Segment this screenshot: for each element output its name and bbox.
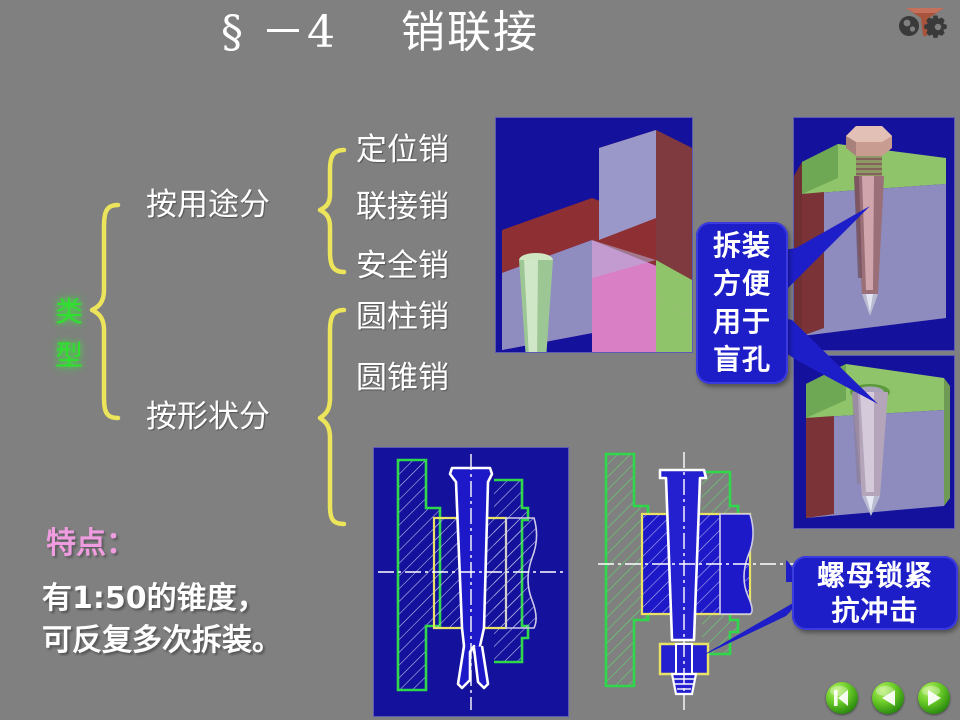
figure-nutted-taper-pin-3d (794, 118, 954, 350)
tree-branch-label-usage: 按用途分 (146, 187, 270, 223)
feature-heading: 特点： (46, 526, 136, 561)
mechanical-parts-logo-icon (896, 2, 954, 42)
callout-nut-locking: 螺母锁紧 抗冲击 (792, 556, 958, 630)
figure-taper-pin-in-stepped-blocks-3d (496, 118, 692, 352)
tree-leaf-cylindrical-pin: 圆柱销 (356, 299, 449, 335)
feature-body-text: 有1:50的锥度， 可反复多次拆装。 (42, 581, 282, 658)
tree-leaf-safety-pin: 安全销 (356, 248, 449, 284)
tree-leaf-taper-pin: 圆锥销 (356, 360, 449, 396)
tree-branch-label-shape: 按形状分 (146, 399, 270, 435)
tree-leaf-connecting-pin: 联接销 (356, 189, 449, 225)
figure-split-taper-pin-section-drawing (374, 448, 568, 716)
page-title: § －4 销联接 (221, 7, 539, 58)
tree-root-label: 类型 (54, 295, 83, 372)
slide-navigation (826, 682, 950, 716)
callout-easy-disassembly: 拆装 方便 用于 盲孔 (696, 222, 788, 384)
callout-2-text: 螺母锁紧 抗冲击 (816, 559, 933, 627)
root-brace (89, 202, 121, 421)
figure-taper-pin-blind-hole-3d (794, 356, 954, 528)
branch-1-brace (317, 147, 347, 275)
previous-slide-button[interactable] (872, 682, 904, 714)
tree-leaf-locating-pin: 定位销 (356, 132, 449, 168)
branch-2-brace (317, 307, 347, 527)
callout-1-text: 拆装 方便 用于 盲孔 (712, 229, 771, 376)
first-slide-button[interactable] (826, 682, 858, 714)
figure-threaded-taper-pin-with-nut-drawing (598, 448, 794, 716)
next-slide-button[interactable] (918, 682, 950, 714)
